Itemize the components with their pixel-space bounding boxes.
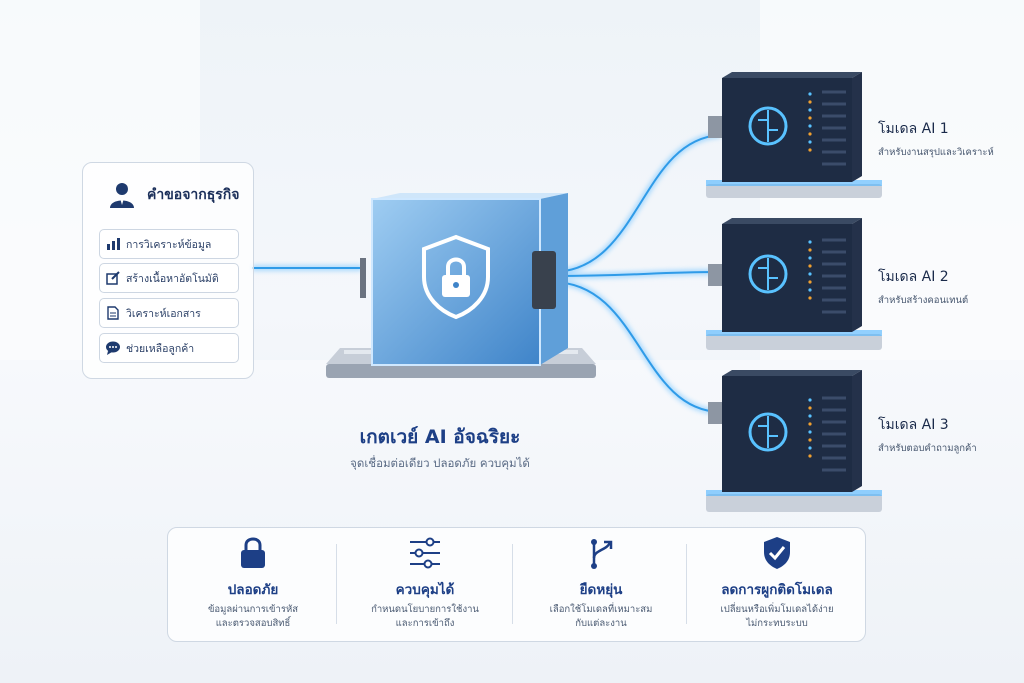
requests-title: คำขอจากธุรกิจ: [147, 187, 240, 203]
divider: [686, 544, 687, 624]
gateway-subtitle: จุดเชื่อมต่อเดียว ปลอดภัย ควบคุมได้: [350, 456, 530, 470]
gateway-cube: [360, 193, 568, 366]
feature-desc: กับแต่ละงาน: [575, 618, 627, 629]
ai-model-server-3: [706, 370, 882, 512]
shield-check-icon: [764, 537, 790, 569]
brain-icon: [748, 106, 788, 146]
request-label: ช่วยเหลือลูกค้า: [126, 342, 195, 355]
sliders-icon: [410, 537, 440, 569]
lock-icon: [241, 537, 265, 568]
request-item-data-analysis[interactable]: การวิเคราะห์ข้อมูล: [99, 229, 239, 259]
model-desc-2: สำหรับสร้างคอนเทนต์: [878, 295, 969, 306]
feature-desc: เลือกใช้โมเดลที่เหมาะสม: [549, 604, 653, 615]
feature-control: ควบคุมได้ กำหนดนโยบายการใช้งาน และการเข้…: [340, 536, 510, 631]
model-desc-3: สำหรับตอบคำถามลูกค้า: [878, 443, 977, 454]
bar-chart-icon: [107, 238, 120, 250]
model-name-2: โมเดล AI 2: [878, 269, 949, 285]
request-label: การวิเคราะห์ข้อมูล: [126, 238, 212, 251]
document-icon: [107, 306, 119, 320]
request-item-support[interactable]: ช่วยเหลือลูกค้า: [99, 333, 239, 363]
ai-model-server-1: [706, 72, 882, 198]
feature-desc: ข้อมูลผ่านการเข้ารหัส: [207, 604, 299, 615]
feature-desc: และการเข้าถึง: [395, 618, 455, 629]
feature-secure: ปลอดภัย ข้อมูลผ่านการเข้ารหัส และตรวจสอบ…: [168, 536, 338, 631]
features-panel: ปลอดภัย ข้อมูลผ่านการเข้ารหัส และตรวจสอบ…: [167, 527, 866, 642]
feature-title: ปลอดภัย: [227, 582, 279, 598]
business-requests-panel: คำขอจากธุรกิจ การวิเคราะห์ข้อมูล สร้างเน…: [82, 162, 254, 379]
brain-icon: [748, 254, 788, 294]
feature-no-lockin: ลดการผูกติดโมเดล เปลี่ยนหรือเพิ่มโมเดลได…: [692, 536, 862, 631]
request-item-document[interactable]: วิเคราะห์เอกสาร: [99, 298, 239, 328]
edit-icon: [106, 271, 120, 285]
divider: [512, 544, 513, 624]
gateway-title: เกตเวย์ AI อัจฉริยะ: [359, 426, 521, 448]
feature-title: ยืดหยุ่น: [579, 582, 623, 598]
model-name-3: โมเดล AI 3: [878, 417, 949, 433]
request-label: สร้างเนื้อหาอัตโนมัติ: [126, 272, 219, 285]
chat-icon: [106, 341, 120, 355]
request-label: วิเคราะห์เอกสาร: [126, 307, 201, 320]
model-name-1: โมเดล AI 1: [878, 121, 949, 137]
feature-desc: เปลี่ยนหรือเพิ่มโมเดลได้ง่าย: [720, 604, 834, 615]
feature-flexible: ยืดหยุ่น เลือกใช้โมเดลที่เหมาะสม กับแต่ล…: [516, 536, 686, 631]
divider: [336, 544, 337, 624]
feature-title: ควบคุมได้: [395, 582, 455, 598]
feature-desc: กำหนดนโยบายการใช้งาน: [371, 604, 479, 615]
model-desc-1: สำหรับงานสรุปและวิเคราะห์: [878, 147, 994, 158]
brain-icon: [748, 412, 788, 452]
ai-model-server-2: [706, 218, 882, 350]
gateway-left-port: [360, 258, 366, 298]
user-icon: [110, 183, 134, 208]
request-item-content[interactable]: สร้างเนื้อหาอัตโนมัติ: [99, 263, 239, 293]
feature-title: ลดการผูกติดโมเดล: [721, 582, 833, 598]
branch-icon: [591, 539, 613, 569]
feature-desc: ไม่กระทบระบบ: [746, 618, 808, 629]
shield-lock-icon: [422, 234, 490, 320]
feature-desc: และตรวจสอบสิทธิ์: [215, 618, 291, 629]
